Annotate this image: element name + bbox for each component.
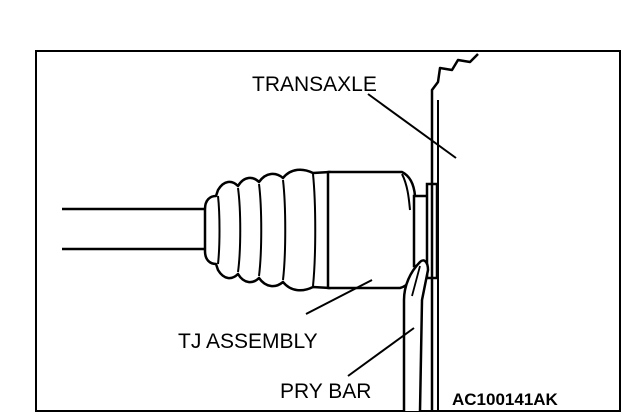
leader-lines <box>305 93 457 377</box>
pry-bar-label: PRY BAR <box>280 380 371 403</box>
pry-bar-leader <box>347 327 415 377</box>
tj-assembly-label: TJ ASSEMBLY <box>178 330 318 353</box>
figure-code: AC100141AK <box>452 390 559 409</box>
tj-housing <box>326 170 417 290</box>
boot-fold-lines <box>217 173 317 287</box>
transaxle-case <box>430 53 479 410</box>
transaxle-leader <box>367 93 457 159</box>
pry-bar <box>402 259 430 412</box>
drive-shaft <box>62 207 210 251</box>
tj-assembly-leader <box>305 279 373 315</box>
boot-bellows <box>203 168 332 292</box>
figure-frame <box>35 50 621 412</box>
tj-housing-step <box>401 173 411 211</box>
transaxle-label: TRANSAXLE <box>252 73 377 96</box>
